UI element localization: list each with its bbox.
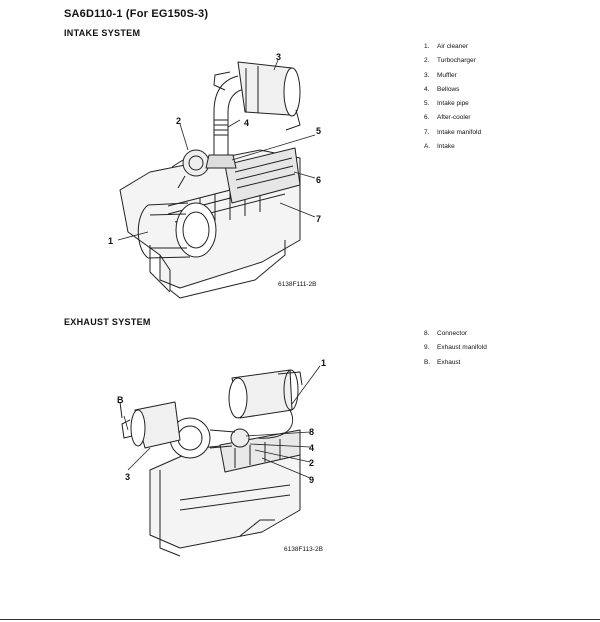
legend-item: 9.Exhaust manifold [424, 344, 487, 352]
exhaust-callouts: 1 B 8 4 2 9 3 [117, 358, 326, 485]
callout-label: 4 [244, 118, 249, 128]
legend-item: A.Intake [424, 143, 455, 151]
legend-item: 2.Turbocharger [424, 57, 476, 65]
exhaust-engine-drawing [119, 365, 321, 557]
callout-label: 2 [176, 116, 181, 126]
legend-item: 8.Connector [424, 330, 467, 337]
intake-callouts: 3 2 4 5 6 7 1 [108, 52, 321, 246]
callout-label: 9 [309, 475, 314, 485]
page-title: SA6D110-1 (For EG150S-3) [64, 8, 209, 20]
callout-label: 6 [316, 175, 321, 185]
exhaust-figure-code: 6138F113-2B [284, 546, 323, 553]
exhaust-section-title: EXHAUST SYSTEM [64, 317, 151, 327]
intake-section-title: INTAKE SYSTEM [64, 28, 141, 38]
intake-figure-code: 6138F111-2B [278, 281, 317, 288]
legend-item: 1.Air cleaner [424, 43, 469, 50]
intake-engine-drawing [117, 59, 316, 299]
callout-label: B [117, 395, 124, 405]
callout-label: 1 [108, 236, 113, 246]
callout-label: 3 [276, 52, 281, 62]
callout-label: 4 [309, 443, 314, 453]
callout-label: 3 [125, 472, 130, 482]
callout-label: 5 [316, 126, 321, 136]
legend-item: 7.Intake manifold [424, 128, 482, 136]
exhaust-legend: 8.Connector 9.Exhaust manifold B.Exhaust [424, 327, 487, 370]
legend-item: 3.Muffler [424, 71, 457, 79]
callout-label: 2 [309, 458, 314, 468]
legend-item: 6.After-cooler [424, 114, 471, 122]
legend-item: 5.Intake pipe [424, 100, 469, 108]
callout-label: 7 [316, 214, 321, 224]
intake-legend: 1.Air cleaner 2.Turbocharger 3.Muffler 4… [424, 40, 481, 154]
callout-label: 8 [309, 427, 314, 437]
legend-item: 4.Bellows [424, 85, 460, 93]
legend-item: B.Exhaust [424, 358, 461, 366]
page-bottom-rule [0, 619, 600, 620]
callout-label: 1 [321, 358, 326, 368]
